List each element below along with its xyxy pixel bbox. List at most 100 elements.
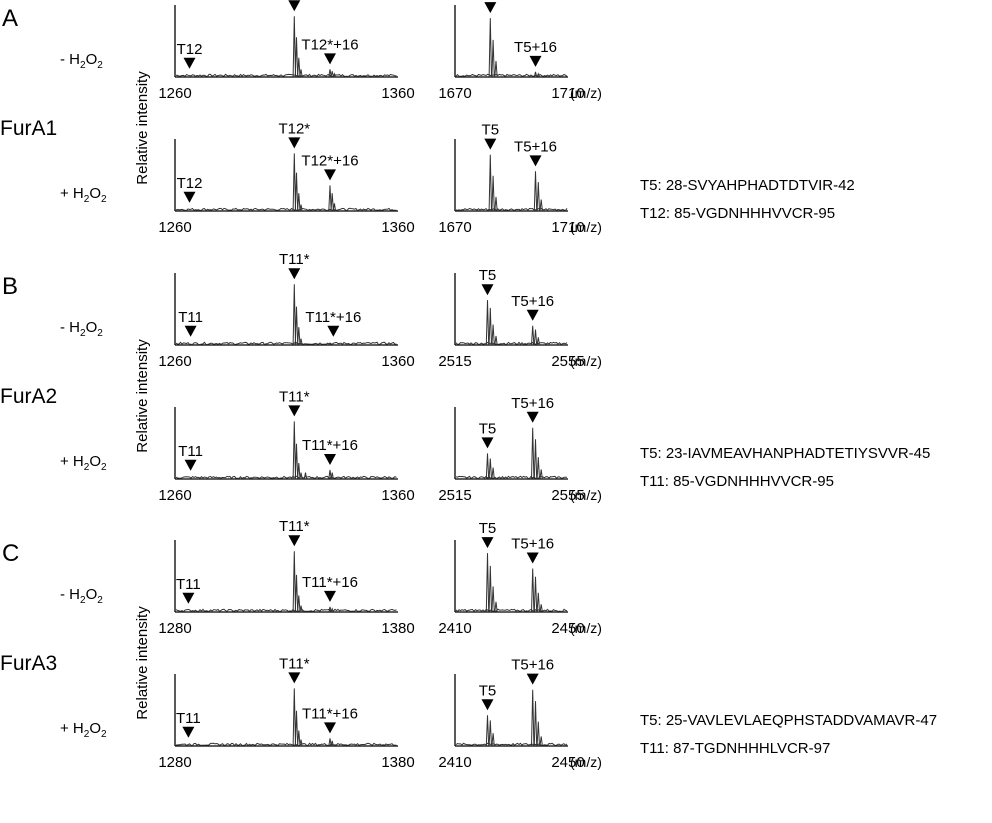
spectrum-left-peak (330, 71, 334, 78)
spectrum-right-peak (539, 604, 543, 613)
spectrum-right-tick-label: 1710 (551, 219, 584, 236)
spectrum-right-peak (531, 427, 535, 480)
spectrum-right-peak (494, 335, 498, 346)
spectrum-right-tick-label: 2450 (551, 620, 584, 637)
spectrum-left-tick-label: 1280 (158, 620, 191, 637)
y-axis-label: Relative intensity (134, 71, 151, 185)
condition-label: - H2O2 (60, 319, 103, 339)
spectrum-left-peak-marker (288, 405, 301, 417)
spectrum-right-peak (488, 720, 492, 747)
spectrum-left-peak (328, 738, 332, 747)
spectrum-left-peak-label: T11*+16 (305, 309, 361, 326)
spectrum-left-peak-label: T12* (278, 120, 310, 137)
peptide-sequence: T12: 85-VGDNHHHVVCR-95 (640, 205, 835, 222)
protein-label: FurA3 (0, 652, 57, 675)
spectrum-right-peak-marker (529, 155, 542, 167)
spectrum-right-peak-label: T5+16 (511, 535, 554, 552)
spectrum-left-peak (294, 443, 299, 480)
spectrum-right-peak (485, 300, 490, 346)
spectrum-left-peak (297, 57, 301, 78)
spectrum-left-peak (292, 551, 296, 613)
spectrum-left-tick-label: 1280 (158, 754, 191, 771)
spectrum-left-peak-label: T11* (279, 655, 310, 672)
spectrum-right-peak (539, 469, 543, 480)
spectrum-right-noise (455, 475, 567, 480)
spectrum-right-tick-label: 2555 (551, 487, 584, 504)
spectrum-right-peak (494, 196, 498, 212)
spectrum-right-peak-label: T5 (479, 267, 497, 284)
spectrum-left-peak-label: T11 (176, 710, 201, 727)
spectrum-left-peak-label: T12*+16 (301, 36, 358, 53)
spectrum-left-peak-marker (184, 325, 197, 337)
spectrum-right-peak (536, 721, 540, 747)
spectrum-left-peak-marker (288, 672, 301, 684)
spectrum-left-peak (328, 185, 332, 212)
spectrum-right-tick-label: 2515 (438, 353, 471, 370)
spectrum-right-peak (485, 453, 490, 480)
spectrum-right-peak (491, 175, 495, 212)
spectrum-right-peak-marker (526, 552, 539, 564)
spectrum-left-peak (294, 37, 299, 78)
spectrum-right-peak (533, 701, 538, 747)
spectrum-right-peak (536, 457, 540, 480)
spectrum-left-peak (299, 69, 303, 78)
spectrum-left-noise (175, 207, 397, 212)
spectrum-right-peak (488, 154, 492, 212)
spectrum-left-peak (292, 153, 296, 212)
mz-unit-label: (m/z) (570, 85, 602, 101)
spectrum-right-noise (455, 608, 568, 613)
spectrum-right-peak (533, 71, 538, 78)
spectrum-right-peak (488, 458, 492, 480)
spectrum-left-peak (330, 607, 334, 613)
spectrum-right-peak-marker (484, 138, 497, 150)
spectrum-right-peak (536, 337, 540, 346)
spectrum-left-noise (175, 341, 397, 346)
spectrum-right-peak-marker (481, 437, 494, 449)
spectrum-left-peak (299, 472, 303, 480)
spectrum-left-peak-marker (327, 325, 340, 337)
spectrum-right-peak (531, 568, 535, 613)
spectrum-right-peak (485, 715, 490, 747)
spectrum-left-peak (297, 595, 301, 613)
spectrum-right-tick-label: 1670 (438, 219, 471, 236)
spectrum-right-tick-label: 2450 (551, 754, 584, 771)
mz-unit-label: (m/z) (570, 754, 602, 770)
spectrum-right-peak (488, 18, 492, 78)
y-axis-label: Relative intensity (134, 339, 151, 453)
spectrum-right-peak-label: T5 (479, 682, 497, 699)
spectrum-right-peak-label: T5+16 (511, 657, 554, 674)
spectrum-left-tick-label: 1380 (381, 754, 414, 771)
spectrum-left-peak (332, 72, 337, 78)
spectrum-left-peak-marker (288, 137, 301, 149)
spectrum-left-peak (328, 69, 332, 78)
spectrum-right-peak-marker (484, 2, 497, 14)
spectrum-left-peak (292, 16, 296, 78)
spectrum-right-tick-label: 1710 (551, 85, 584, 102)
spectrum-left-peak (328, 342, 332, 346)
spectrum-left-peak (292, 688, 296, 747)
spectrum-left-peak (294, 306, 299, 346)
spectrum-left-tick-label: 1260 (158, 353, 191, 370)
spectrum-left-peak-marker (183, 57, 196, 69)
y-axis-label: Relative intensity (134, 606, 151, 720)
spectrum-right-peak-label: T5 (482, 0, 500, 2)
peptide-sequence: T11: 85-VGDNHHHVVCR-95 (640, 473, 834, 490)
spectrum-right-peak-label: T5+16 (511, 293, 554, 310)
spectrum-left-peak-label: T11 (178, 443, 203, 460)
condition-label: + H2O2 (60, 185, 107, 205)
panel-letter: C (2, 540, 19, 567)
spectrum-right-noise (455, 207, 568, 212)
spectrum-left-peak-label: T11*+16 (302, 437, 358, 454)
spectrum-left-peak-marker (323, 53, 336, 65)
spectrum-left-peak-label: T11* (279, 388, 310, 405)
protein-label: FurA2 (0, 385, 57, 408)
spectrum-right-tick-label: 2410 (438, 754, 471, 771)
spectrum-left-peak (332, 203, 337, 212)
spectrum-right-peak (494, 60, 498, 78)
spectrum-left-peak (328, 606, 332, 613)
spectrum-right-peak-marker (481, 537, 494, 549)
spectrum-right-noise (455, 742, 568, 747)
